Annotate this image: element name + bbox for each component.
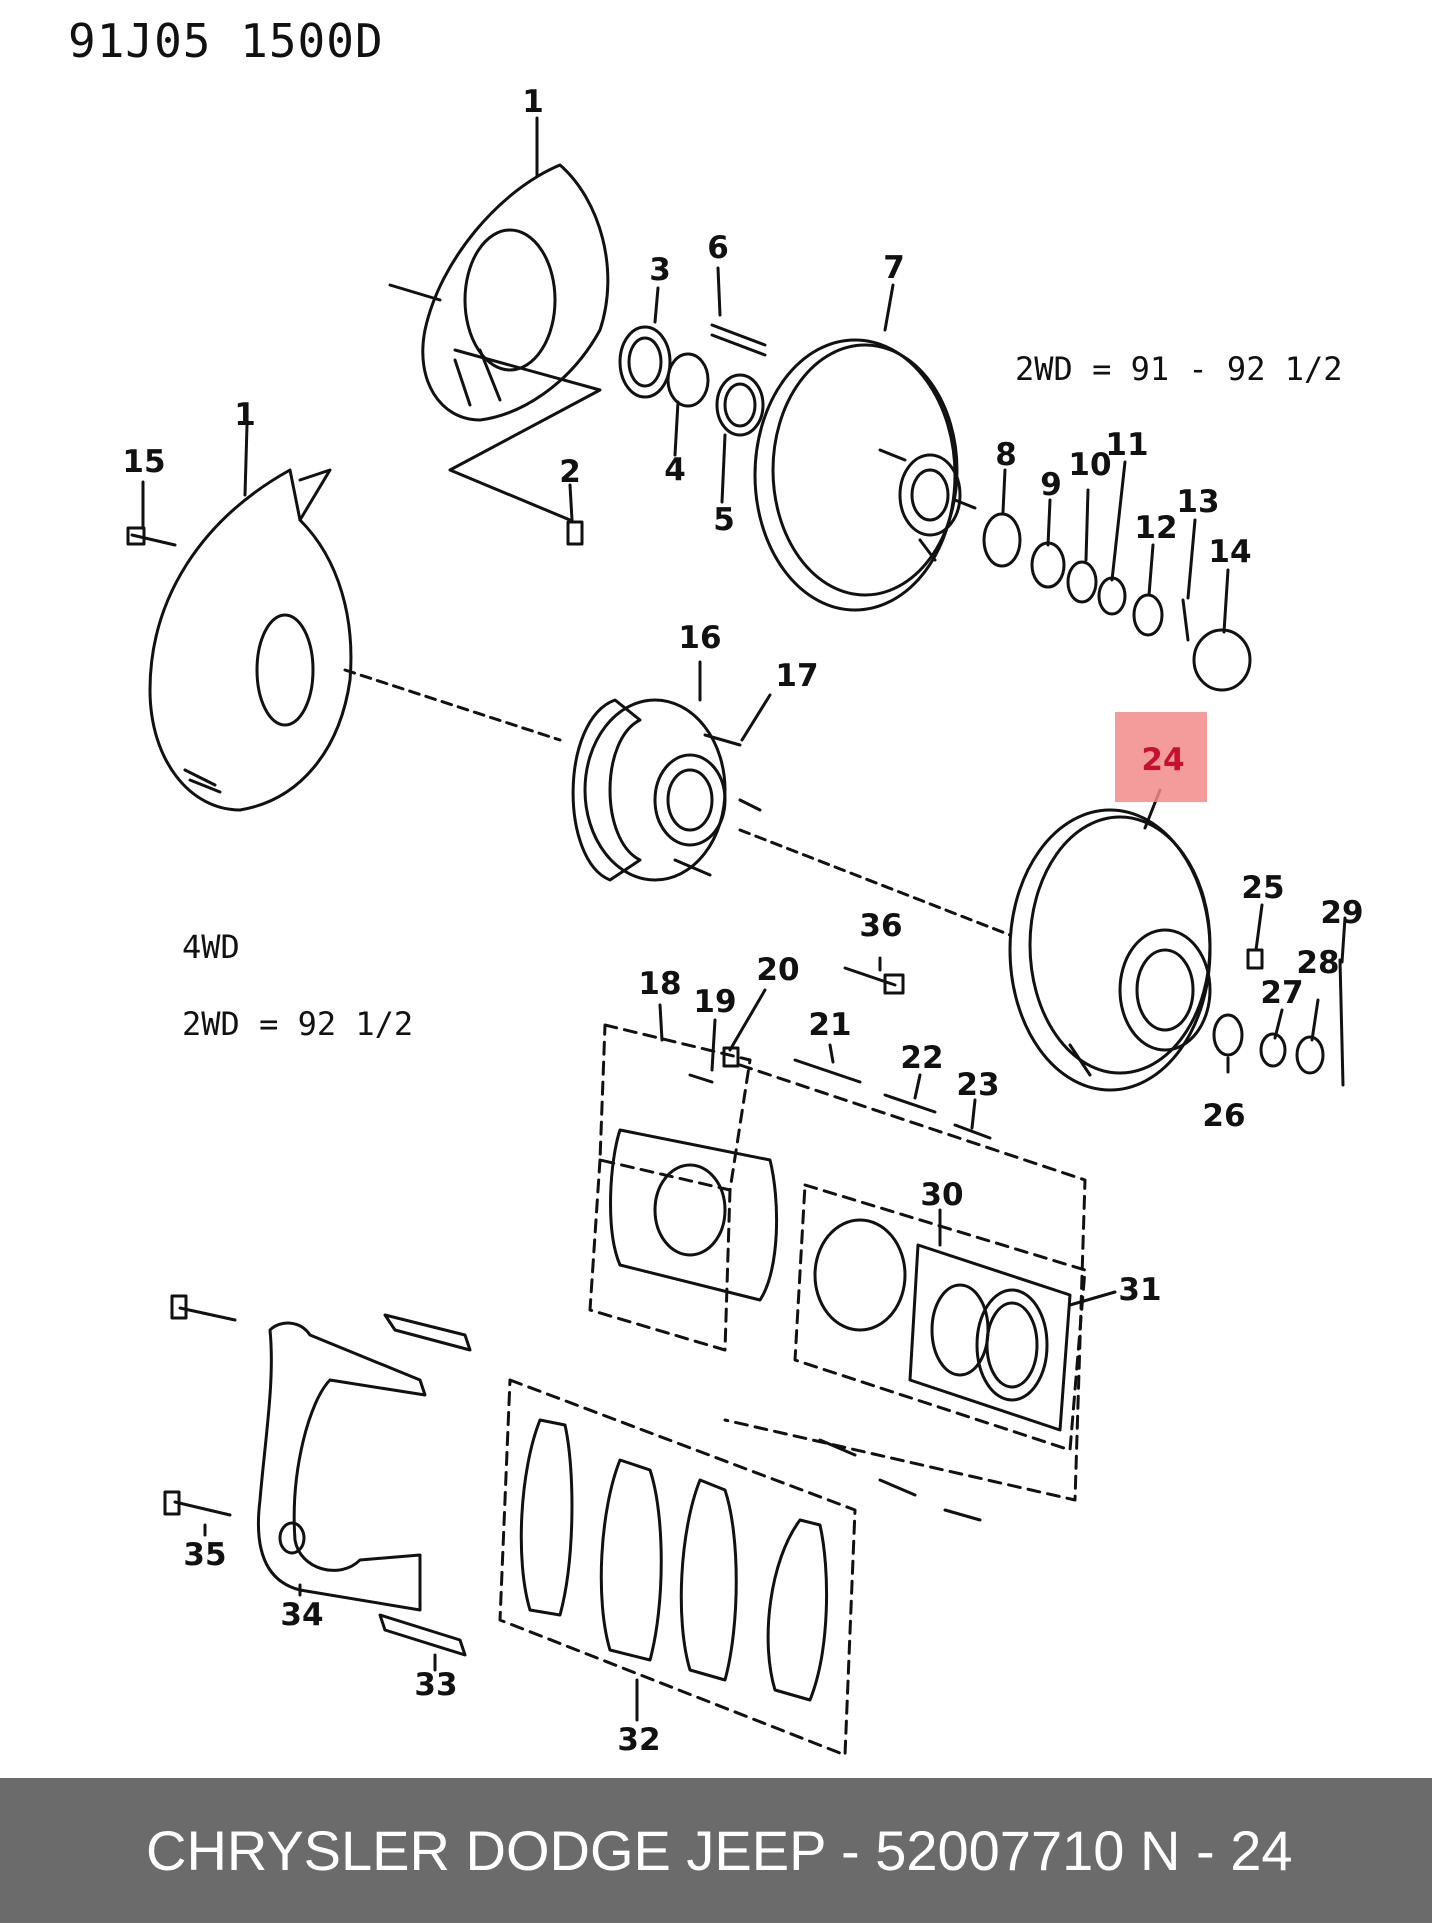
callout-35: 35 <box>183 1537 226 1573</box>
brake-pads-32-drawing <box>519 1418 829 1702</box>
seal-box-31-drawing <box>908 1243 1072 1432</box>
washer-10-drawing <box>1066 560 1098 604</box>
callout-6: 6 <box>707 230 729 266</box>
bolt-upper-35-drawing <box>178 1306 237 1322</box>
nut-27-drawing <box>1259 1032 1287 1068</box>
callout-34: 34 <box>280 1597 323 1633</box>
callout-17: 17 <box>775 658 818 694</box>
callout-21: 21 <box>808 1007 851 1043</box>
bleeder-19-drawing <box>688 1073 714 1084</box>
callout-24: 24 <box>1141 742 1184 778</box>
bolt-35-drawing <box>173 1500 232 1517</box>
clip-33-drawing <box>378 1613 467 1657</box>
part-24-highlight <box>1115 712 1207 802</box>
callout-19: 19 <box>693 984 736 1020</box>
note-2wd-years-bottom: 2WD = 92 1/2 <box>182 1005 414 1043</box>
pin-21-drawing <box>793 1058 862 1084</box>
callout-1-lower: 1 <box>234 397 256 433</box>
bolt-2-drawing <box>566 520 584 546</box>
callout-23: 23 <box>956 1067 999 1103</box>
caliper-18-drawing <box>609 1128 779 1302</box>
lock-28-drawing <box>1295 1035 1325 1075</box>
callout-26: 26 <box>1202 1098 1245 1134</box>
bearing-4-drawing <box>666 352 710 408</box>
callout-11: 11 <box>1105 427 1148 463</box>
race-5-drawing <box>715 373 765 437</box>
callout-18: 18 <box>638 966 681 1002</box>
callout-15: 15 <box>122 444 165 480</box>
cap-14-drawing <box>1192 628 1252 692</box>
piston-30-drawing <box>813 1218 907 1332</box>
callout-2: 2 <box>559 454 581 490</box>
rotor-hub-7-drawing <box>753 338 977 612</box>
callout-14: 14 <box>1208 534 1251 570</box>
pin-23-drawing <box>953 1123 992 1140</box>
pin-13-drawing <box>1181 598 1190 642</box>
pad-kit-32-box <box>498 1378 857 1757</box>
callout-4: 4 <box>664 452 686 488</box>
stud-6-drawing <box>710 323 767 357</box>
nut-11-drawing <box>1097 576 1127 616</box>
bolt-15-drawing <box>130 533 177 547</box>
footer-page-reference: N - 24 <box>1140 1819 1293 1882</box>
lock-12-drawing <box>1132 593 1164 637</box>
callout-1-upper: 1 <box>522 84 544 120</box>
footer-bar: CHRYSLER DODGE JEEP - 52007710 N - 24 <box>0 1778 1432 1923</box>
brake-assembly-diagram: 1 1 2 3 4 5 6 7 8 9 10 11 12 13 14 15 16… <box>122 84 1363 1758</box>
splash-shield-upper-drawing <box>388 163 610 522</box>
callout-32: 32 <box>617 1722 660 1758</box>
callout-9: 9 <box>1040 467 1062 503</box>
bolt-36-drawing <box>843 966 897 987</box>
footer-part-number: CHRYSLER DODGE JEEP - 52007710 <box>146 1819 1125 1882</box>
callout-labels: 1 1 2 3 4 5 6 7 8 9 10 11 12 13 14 15 16… <box>122 84 1363 1758</box>
callout-13: 13 <box>1176 484 1219 520</box>
diagram-reference-code: 91J05 1500D <box>68 14 384 68</box>
pin-29-drawing <box>1338 958 1345 1087</box>
washer-26-drawing <box>1212 1013 1244 1057</box>
callout-22: 22 <box>900 1040 943 1076</box>
seal-3-drawing <box>618 325 672 399</box>
splash-shield-lower-drawing <box>148 468 353 812</box>
callout-3: 3 <box>649 252 671 288</box>
callout-36: 36 <box>859 908 902 944</box>
callout-10: 10 <box>1068 447 1111 483</box>
callout-31: 31 <box>1118 1272 1161 1308</box>
callout-12: 12 <box>1134 510 1177 546</box>
note-2wd-years-top: 2WD = 91 - 92 1/2 <box>1015 350 1343 388</box>
callout-29: 29 <box>1320 895 1363 931</box>
callout-7: 7 <box>883 250 905 286</box>
note-4wd: 4WD <box>182 928 240 966</box>
callout-20: 20 <box>756 952 799 988</box>
clip-25-drawing <box>1246 948 1264 970</box>
rotor-24-drawing <box>1008 808 1212 1092</box>
clip-upper-33-drawing <box>383 1313 472 1352</box>
anchor-bracket-34-drawing <box>256 1321 427 1612</box>
callout-30: 30 <box>920 1177 963 1213</box>
callout-28: 28 <box>1296 945 1339 981</box>
pin-22-drawing <box>883 1093 937 1114</box>
callout-33: 33 <box>414 1667 457 1703</box>
callout-25: 25 <box>1241 870 1284 906</box>
washer-9-drawing <box>1030 541 1066 589</box>
callout-8: 8 <box>995 437 1017 473</box>
studs-17-drawing <box>673 733 762 877</box>
hub-bearing-16-drawing <box>571 698 762 882</box>
callout-5: 5 <box>713 502 735 538</box>
bearing-8-drawing <box>982 512 1022 568</box>
callout-27: 27 <box>1260 975 1303 1011</box>
callout-16: 16 <box>678 620 721 656</box>
